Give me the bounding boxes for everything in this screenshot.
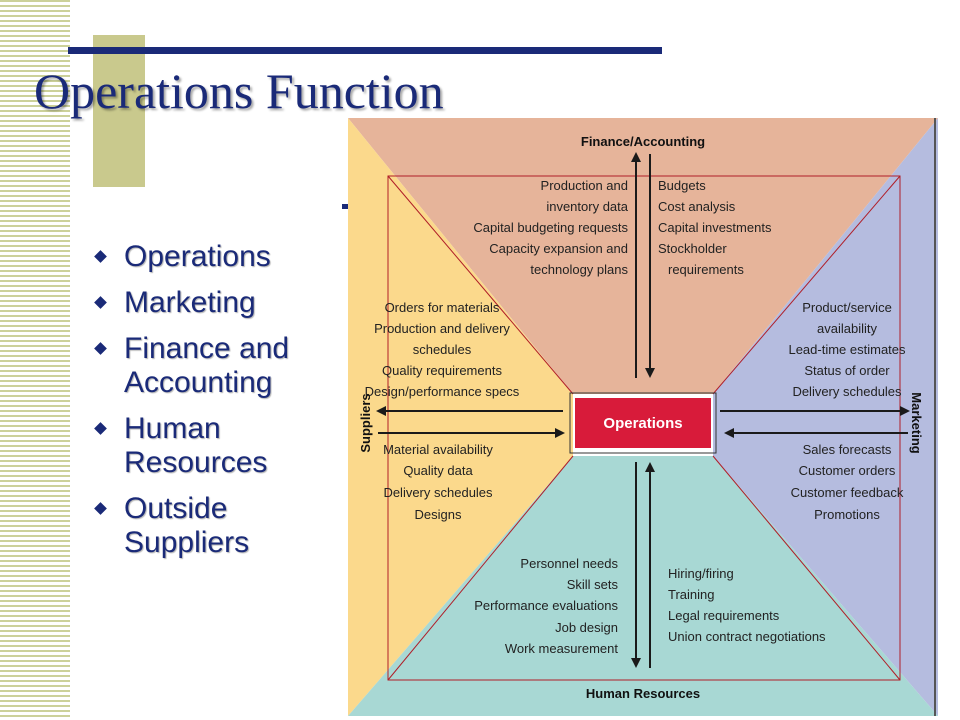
finance-region bbox=[348, 118, 938, 394]
suppliers-item: schedules bbox=[413, 342, 472, 357]
hr-item: Union contract negotiations bbox=[668, 629, 826, 644]
finance-from-operations-text: Budgets Cost analysis Capital investment… bbox=[658, 178, 772, 277]
diamond-bullet-icon bbox=[94, 296, 107, 309]
operations-box-frame bbox=[569, 392, 717, 454]
bullet-human-resources: Human Resources bbox=[90, 412, 350, 480]
human-resources-region bbox=[348, 456, 938, 716]
bullet-outside-suppliers: Outside Suppliers bbox=[90, 492, 350, 560]
hr-item: Work measurement bbox=[505, 641, 619, 656]
diamond-bullet-icon bbox=[94, 250, 107, 263]
finance-item: Capital investments bbox=[658, 220, 772, 235]
marketing-item: Lead-time estimates bbox=[788, 342, 906, 357]
finance-item: Capital budgeting requests bbox=[473, 220, 628, 235]
bullet-text: Operations bbox=[124, 240, 271, 273]
suppliers-region bbox=[348, 118, 573, 716]
marketing-item: Customer feedback bbox=[791, 485, 904, 500]
suppliers-to-operations-text: Material availability Quality data Deliv… bbox=[383, 442, 493, 522]
marketing-item: Delivery schedules bbox=[792, 384, 902, 399]
hr-item: Legal requirements bbox=[668, 608, 780, 623]
bullet-text: Human Resources bbox=[124, 412, 268, 479]
title-rule bbox=[68, 47, 662, 54]
finance-item: Cost analysis bbox=[658, 199, 736, 214]
suppliers-from-operations-text: Orders for materials Production and deli… bbox=[365, 300, 520, 399]
hr-from-operations-text: Personnel needs Skill sets Performance e… bbox=[474, 556, 618, 656]
diamond-bullet-icon bbox=[94, 342, 107, 355]
diamond-bullet-icon bbox=[94, 422, 107, 435]
hr-item: Performance evaluations bbox=[474, 598, 618, 613]
diagram-svg: Operations Finance/Accounting Production… bbox=[348, 118, 938, 716]
suppliers-item: Designs bbox=[415, 507, 462, 522]
marketing-from-operations-text: Product/service availability Lead-time e… bbox=[788, 300, 906, 399]
finance-item: inventory data bbox=[546, 199, 628, 214]
marketing-item: Status of order bbox=[804, 363, 890, 378]
finance-item: Budgets bbox=[658, 178, 706, 193]
suppliers-label: Suppliers bbox=[358, 393, 373, 452]
finance-to-operations-text: Production and inventory data Capital bu… bbox=[473, 178, 628, 277]
suppliers-item: Production and delivery bbox=[374, 321, 510, 336]
hr-item: Skill sets bbox=[567, 577, 619, 592]
bullet-text: Finance and Accounting bbox=[124, 332, 290, 399]
operations-diagram: Operations Finance/Accounting Production… bbox=[348, 118, 938, 716]
bullet-list: Operations Marketing Finance and Account… bbox=[90, 240, 350, 572]
operations-label: Operations bbox=[603, 415, 682, 432]
bullet-marketing: Marketing bbox=[90, 286, 350, 320]
finance-item: technology plans bbox=[530, 262, 628, 277]
hr-item: Personnel needs bbox=[520, 556, 618, 571]
bullet-operations: Operations bbox=[90, 240, 350, 274]
suppliers-item: Orders for materials bbox=[385, 300, 500, 315]
marketing-to-operations-text: Sales forecasts Customer orders Customer… bbox=[791, 442, 904, 522]
decorative-block bbox=[93, 35, 145, 187]
region-outline bbox=[387, 175, 901, 681]
suppliers-item: Design/performance specs bbox=[365, 384, 520, 399]
finance-item: Stockholder bbox=[658, 241, 727, 256]
hr-to-operations-text: Hiring/firing Training Legal requirement… bbox=[668, 566, 826, 644]
marketing-label: Marketing bbox=[909, 392, 924, 453]
suppliers-item: Quality data bbox=[403, 463, 473, 478]
marketing-item: Sales forecasts bbox=[803, 442, 892, 457]
bullet-text: Marketing bbox=[124, 286, 256, 319]
bullet-text: Outside Suppliers bbox=[124, 492, 250, 559]
marketing-item: Product/service bbox=[802, 300, 892, 315]
suppliers-item: Delivery schedules bbox=[383, 485, 493, 500]
marketing-item: Promotions bbox=[814, 507, 880, 522]
finance-item: Production and bbox=[541, 178, 628, 193]
slide-title: Operations Function bbox=[34, 63, 444, 119]
operations-box bbox=[573, 396, 713, 450]
striped-background bbox=[0, 0, 70, 720]
marketing-item: availability bbox=[817, 321, 877, 336]
suppliers-item: Quality requirements bbox=[382, 363, 502, 378]
human-resources-label: Human Resources bbox=[586, 686, 700, 701]
diamond-bullet-icon bbox=[94, 502, 107, 515]
bullet-finance-accounting: Finance and Accounting bbox=[90, 332, 350, 400]
suppliers-item: Material availability bbox=[383, 442, 493, 457]
finance-item: requirements bbox=[668, 262, 744, 277]
finance-item: Capacity expansion and bbox=[489, 241, 628, 256]
hr-item: Training bbox=[668, 587, 714, 602]
marketing-region bbox=[713, 118, 938, 716]
hr-item: Job design bbox=[555, 620, 618, 635]
marketing-item: Customer orders bbox=[799, 463, 896, 478]
hr-item: Hiring/firing bbox=[668, 566, 734, 581]
finance-label: Finance/Accounting bbox=[581, 134, 705, 149]
